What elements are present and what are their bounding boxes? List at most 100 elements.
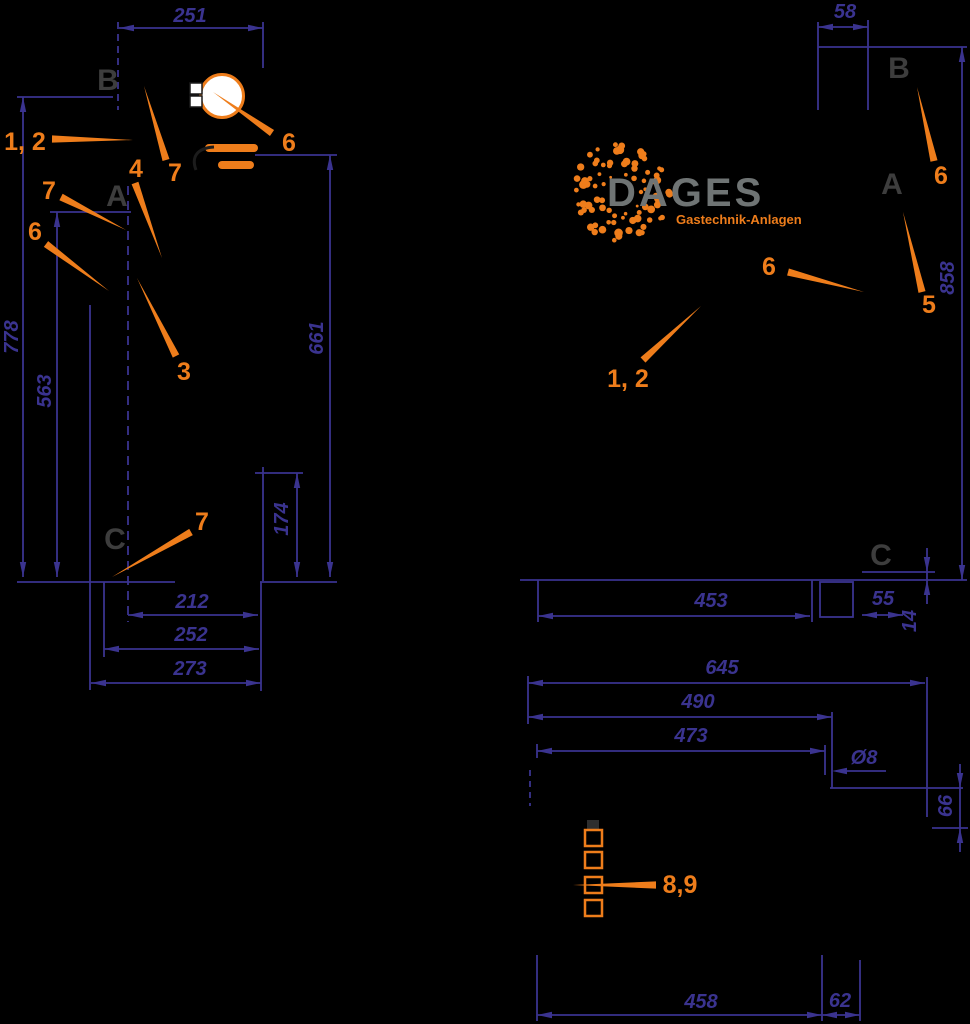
- callout-label: 4: [129, 155, 143, 183]
- leader-arrow: [573, 881, 656, 889]
- dimension-value: 273: [172, 658, 206, 680]
- callout-7: 7: [112, 508, 209, 577]
- view-letter-A-front: A: [106, 180, 128, 213]
- arrowhead-top: [293, 473, 301, 488]
- logo-dot: [653, 201, 661, 209]
- gauge-circle: [199, 73, 245, 119]
- arrowhead-top: [923, 557, 931, 572]
- logo-dot: [609, 175, 613, 179]
- logo-dot: [623, 211, 628, 216]
- arrowhead-left: [538, 612, 553, 620]
- arrowhead-left: [818, 23, 833, 31]
- gauge-terminal-bottom: [189, 95, 203, 108]
- dimension-14: 14: [899, 548, 931, 632]
- logo-dot: [641, 178, 647, 184]
- callout-label: 6: [934, 162, 948, 190]
- logo-dot: [635, 204, 639, 208]
- dimension-value: 453: [693, 590, 727, 612]
- dimension-value: 174: [271, 502, 293, 535]
- logo-dot: [641, 203, 649, 211]
- logo-dot-circle: [573, 142, 674, 243]
- leader-arrow: [43, 241, 109, 291]
- dimension-value: 251: [172, 5, 206, 27]
- logo-dot: [599, 204, 606, 212]
- arrowhead-right: [910, 679, 925, 687]
- arrowhead-right: [810, 747, 825, 755]
- burner-hook-shape: [192, 145, 215, 171]
- logo-dot: [581, 177, 589, 185]
- logo-dot: [647, 205, 656, 214]
- dimension-value: 778: [1, 319, 23, 353]
- callout-5: 5: [903, 212, 936, 319]
- dimension-858: 858: [937, 47, 966, 580]
- logo-dot: [631, 160, 639, 168]
- logo-dot: [625, 226, 633, 235]
- view-letter-A-side: A: [881, 168, 903, 201]
- logo-dot: [631, 165, 638, 172]
- logo-dot: [638, 189, 644, 195]
- logo-dot: [629, 216, 637, 225]
- dimension-55: 55: [862, 588, 903, 619]
- dimension-62: 62: [822, 990, 860, 1019]
- dimension-value: 14: [899, 610, 921, 632]
- dimension-value: 66: [935, 794, 957, 817]
- logo-dot: [643, 187, 648, 192]
- callout-1-2: 1, 2: [4, 128, 133, 156]
- leader-arrow: [137, 278, 180, 358]
- callout-label: 1, 2: [607, 365, 649, 393]
- arrowhead-left: [832, 767, 847, 775]
- diameter-value: Ø8: [851, 747, 879, 769]
- callout-label: 6: [762, 253, 776, 281]
- logo-dot: [597, 172, 602, 177]
- dimension-251: 251: [119, 5, 263, 32]
- logo-dot: [635, 229, 643, 237]
- arrowhead-right: [888, 611, 903, 619]
- callout-label: 7: [42, 177, 56, 205]
- view-letter-B-side: B: [888, 52, 910, 85]
- arrowhead-left: [91, 679, 106, 687]
- dimension-value: 563: [34, 374, 56, 407]
- arrowhead-bottom: [293, 562, 301, 577]
- arrowhead-bottom: [956, 828, 964, 843]
- callout-label: 5: [922, 291, 936, 319]
- arrowhead-right: [244, 645, 259, 653]
- logo-dot: [595, 147, 600, 152]
- logo-dot: [573, 175, 581, 182]
- logo-dot: [653, 194, 663, 203]
- callout-1-2: 1, 2: [607, 306, 701, 393]
- leader-arrow: [144, 86, 170, 162]
- logo-dot: [576, 163, 585, 171]
- arrowhead-right: [248, 24, 263, 32]
- arrowhead-left: [119, 24, 134, 32]
- arrowhead-left: [537, 747, 552, 755]
- arrowhead-right: [246, 679, 261, 687]
- leader-arrow: [640, 306, 701, 363]
- arrowhead-top: [956, 773, 964, 788]
- gauge-terminal-top: [189, 82, 203, 95]
- logo-dot: [611, 219, 617, 226]
- leader-arrow: [917, 87, 938, 162]
- logo-dot: [606, 207, 612, 214]
- logo-dot: [601, 182, 606, 187]
- logo-dot: [591, 228, 598, 236]
- arrowhead-right: [807, 1011, 822, 1019]
- logo-dot: [653, 176, 662, 185]
- arrowhead-bottom: [958, 565, 966, 580]
- dimension-value: 212: [174, 591, 208, 613]
- logo-dot: [659, 167, 665, 173]
- logo-dot: [576, 202, 581, 207]
- callout-label: 6: [28, 218, 42, 246]
- logo-dot: [645, 169, 651, 175]
- logo-dot: [621, 215, 625, 220]
- dimension-778: 778: [1, 97, 27, 577]
- logo-brand-text: DAGES: [607, 171, 764, 215]
- view-letter-C-front: C: [104, 523, 126, 556]
- arrowhead-right: [817, 713, 832, 721]
- dimension-212: 212: [128, 591, 258, 619]
- callout-label: 6: [282, 129, 296, 157]
- logo-dot: [593, 196, 601, 203]
- leader-arrow: [787, 268, 864, 292]
